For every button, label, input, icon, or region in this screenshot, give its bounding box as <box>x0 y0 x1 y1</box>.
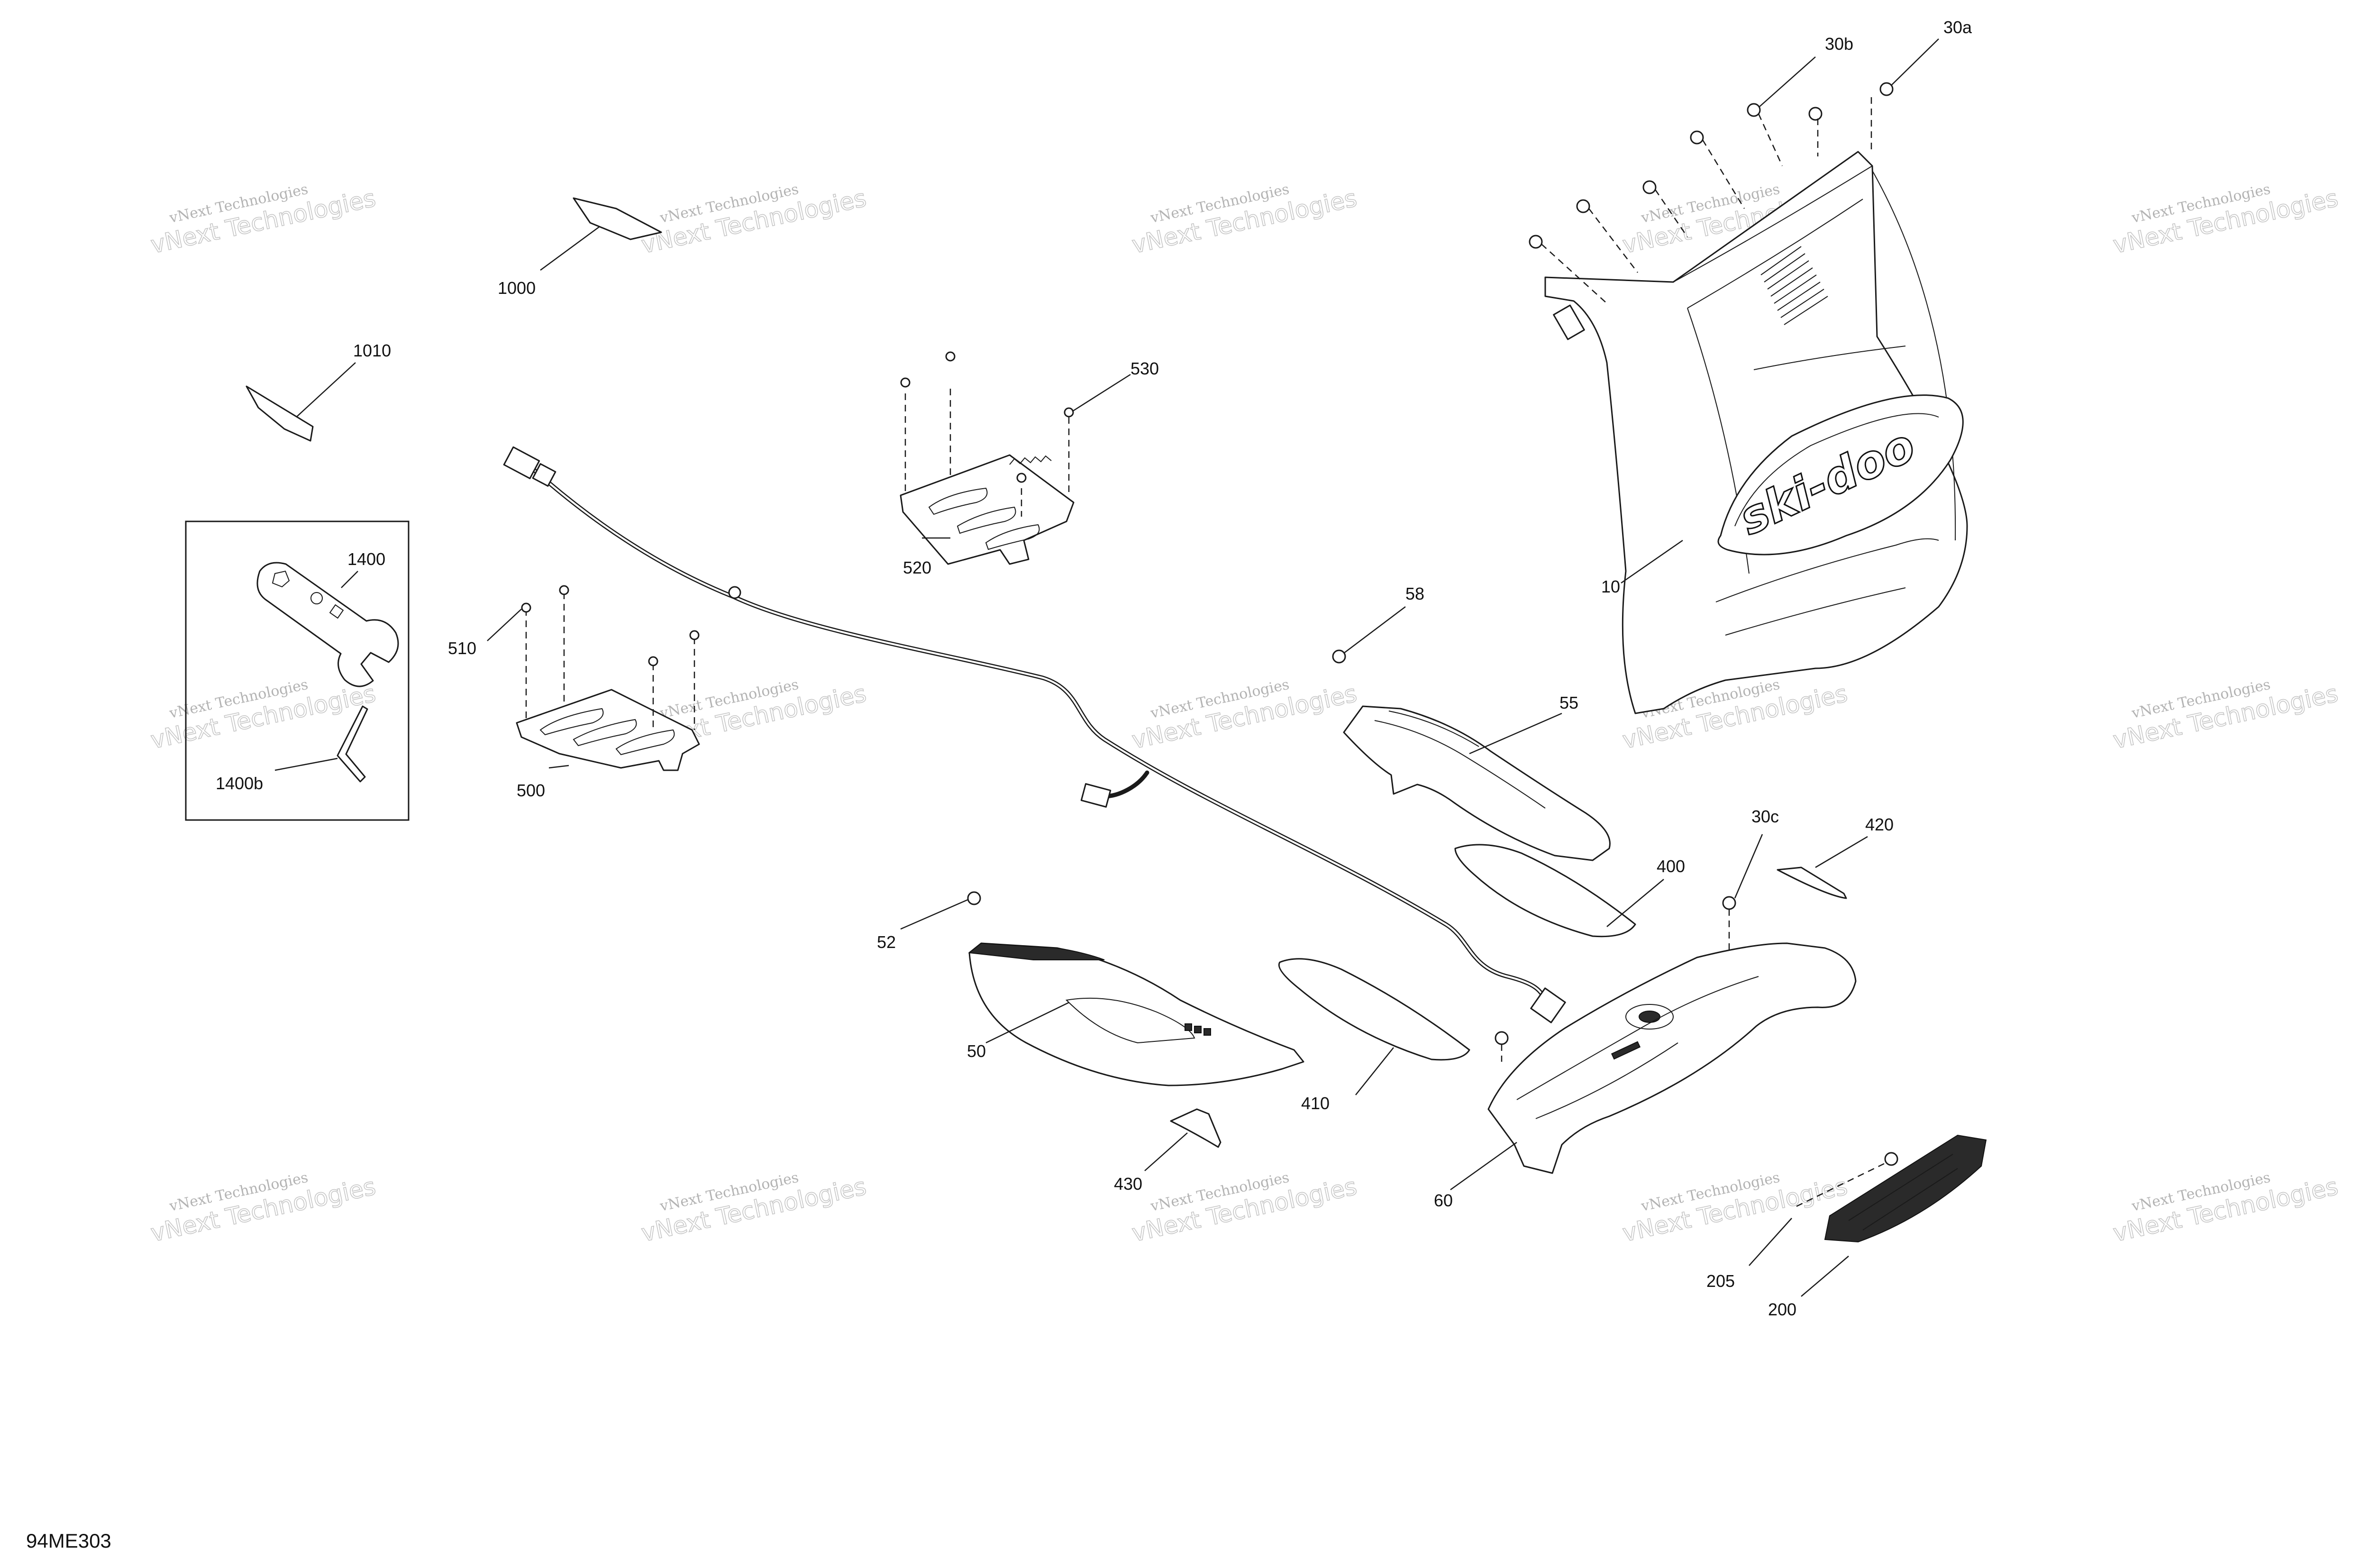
callout-52: 52 <box>877 932 896 952</box>
watermark: vNext Technologies vNext Technologies <box>1129 1169 1359 1248</box>
callout-410: 410 <box>1301 1094 1330 1113</box>
wiring-harness[interactable] <box>503 446 1566 1023</box>
callout-1400b: 1400b <box>216 774 263 793</box>
callout-30b: 30b <box>1825 34 1853 54</box>
watermark: vNext Technologies vNext Technologies <box>148 181 378 259</box>
part-55-side-trim-upper[interactable]: 55 <box>1343 693 1611 861</box>
panel-vent <box>1760 246 1828 325</box>
callout-30a: 30a <box>1943 18 1972 37</box>
callout-1000: 1000 <box>498 278 536 298</box>
watermark: vNext Technologies vNext Technologies <box>1129 181 1359 259</box>
callout-50: 50 <box>967 1041 986 1061</box>
part-1000-decal[interactable]: 1000 <box>498 197 662 298</box>
watermark: vNext Technologies vNext Technologies <box>2110 1169 2341 1248</box>
watermark: vNext Technologies vNext Technologies <box>1620 1169 1850 1248</box>
watermark: vNext Technologies vNext Technologies <box>1129 676 1359 755</box>
part-420-decal[interactable]: 420 <box>1777 815 1894 899</box>
tool-kit-box: 1400 1400b <box>185 520 410 821</box>
callout-530: 530 <box>1130 359 1159 378</box>
callout-205: 205 <box>1706 1271 1735 1291</box>
part-1400-wrench[interactable]: 1400 <box>256 549 399 687</box>
part-430-decal[interactable]: 430 <box>1114 1108 1221 1194</box>
part-52-screw[interactable]: 52 <box>877 891 981 952</box>
part-500-bracket-lower[interactable]: 510 500 <box>448 585 700 800</box>
watermark: vNext Technologies vNext Technologies <box>148 1169 378 1248</box>
watermark-grid: vNext Technologies vNext Technologies vN… <box>148 181 2341 1248</box>
callout-55: 55 <box>1559 693 1578 712</box>
callout-10: 10 <box>1601 577 1620 596</box>
watermark: vNext Technologies vNext Technologies <box>2110 181 2341 259</box>
callout-1400: 1400 <box>347 549 385 569</box>
part-1010-decal[interactable]: 1010 <box>246 341 391 442</box>
watermark: vNext Technologies vNext Technologies <box>638 181 869 259</box>
callout-200: 200 <box>1768 1300 1796 1319</box>
callout-520: 520 <box>903 558 931 577</box>
callout-400: 400 <box>1657 857 1685 876</box>
part-410-decal[interactable]: 410 <box>1278 958 1470 1113</box>
part-205-screw[interactable]: 205 <box>1706 1152 1898 1291</box>
callout-420: 420 <box>1865 815 1894 834</box>
part-30a-30b-fasteners[interactable]: 30b 30a <box>1529 18 1972 304</box>
part-58-screw[interactable]: 58 <box>1332 584 1424 664</box>
watermark: vNext Technologies vNext Technologies <box>2110 676 2341 755</box>
part-60-side-trim-right[interactable]: 60 <box>1434 942 1857 1210</box>
part-10-front-panel[interactable]: ski-doo 10 <box>1544 151 1968 714</box>
callout-500: 500 <box>517 781 545 800</box>
callout-430: 430 <box>1114 1174 1142 1194</box>
callout-30c: 30c <box>1751 807 1779 826</box>
callout-60: 60 <box>1434 1191 1453 1210</box>
part-50-side-trim-left[interactable]: 50 <box>967 942 1304 1086</box>
part-1400b-hex-key[interactable]: 1400b <box>216 705 368 793</box>
part-400-decal[interactable]: 400 <box>1454 844 1685 938</box>
watermark: vNext Technologies vNext Technologies <box>638 1169 869 1248</box>
callout-58: 58 <box>1405 584 1424 603</box>
part-30c-screw[interactable]: 30c <box>1495 807 1779 1062</box>
callout-510: 510 <box>448 638 476 658</box>
callout-1010: 1010 <box>353 341 391 360</box>
part-200-reflector[interactable]: 200 <box>1768 1134 1987 1319</box>
part-520-bracket-upper[interactable]: 530 520 <box>900 351 1159 577</box>
diagram-code: 94ME303 <box>26 1530 111 1552</box>
